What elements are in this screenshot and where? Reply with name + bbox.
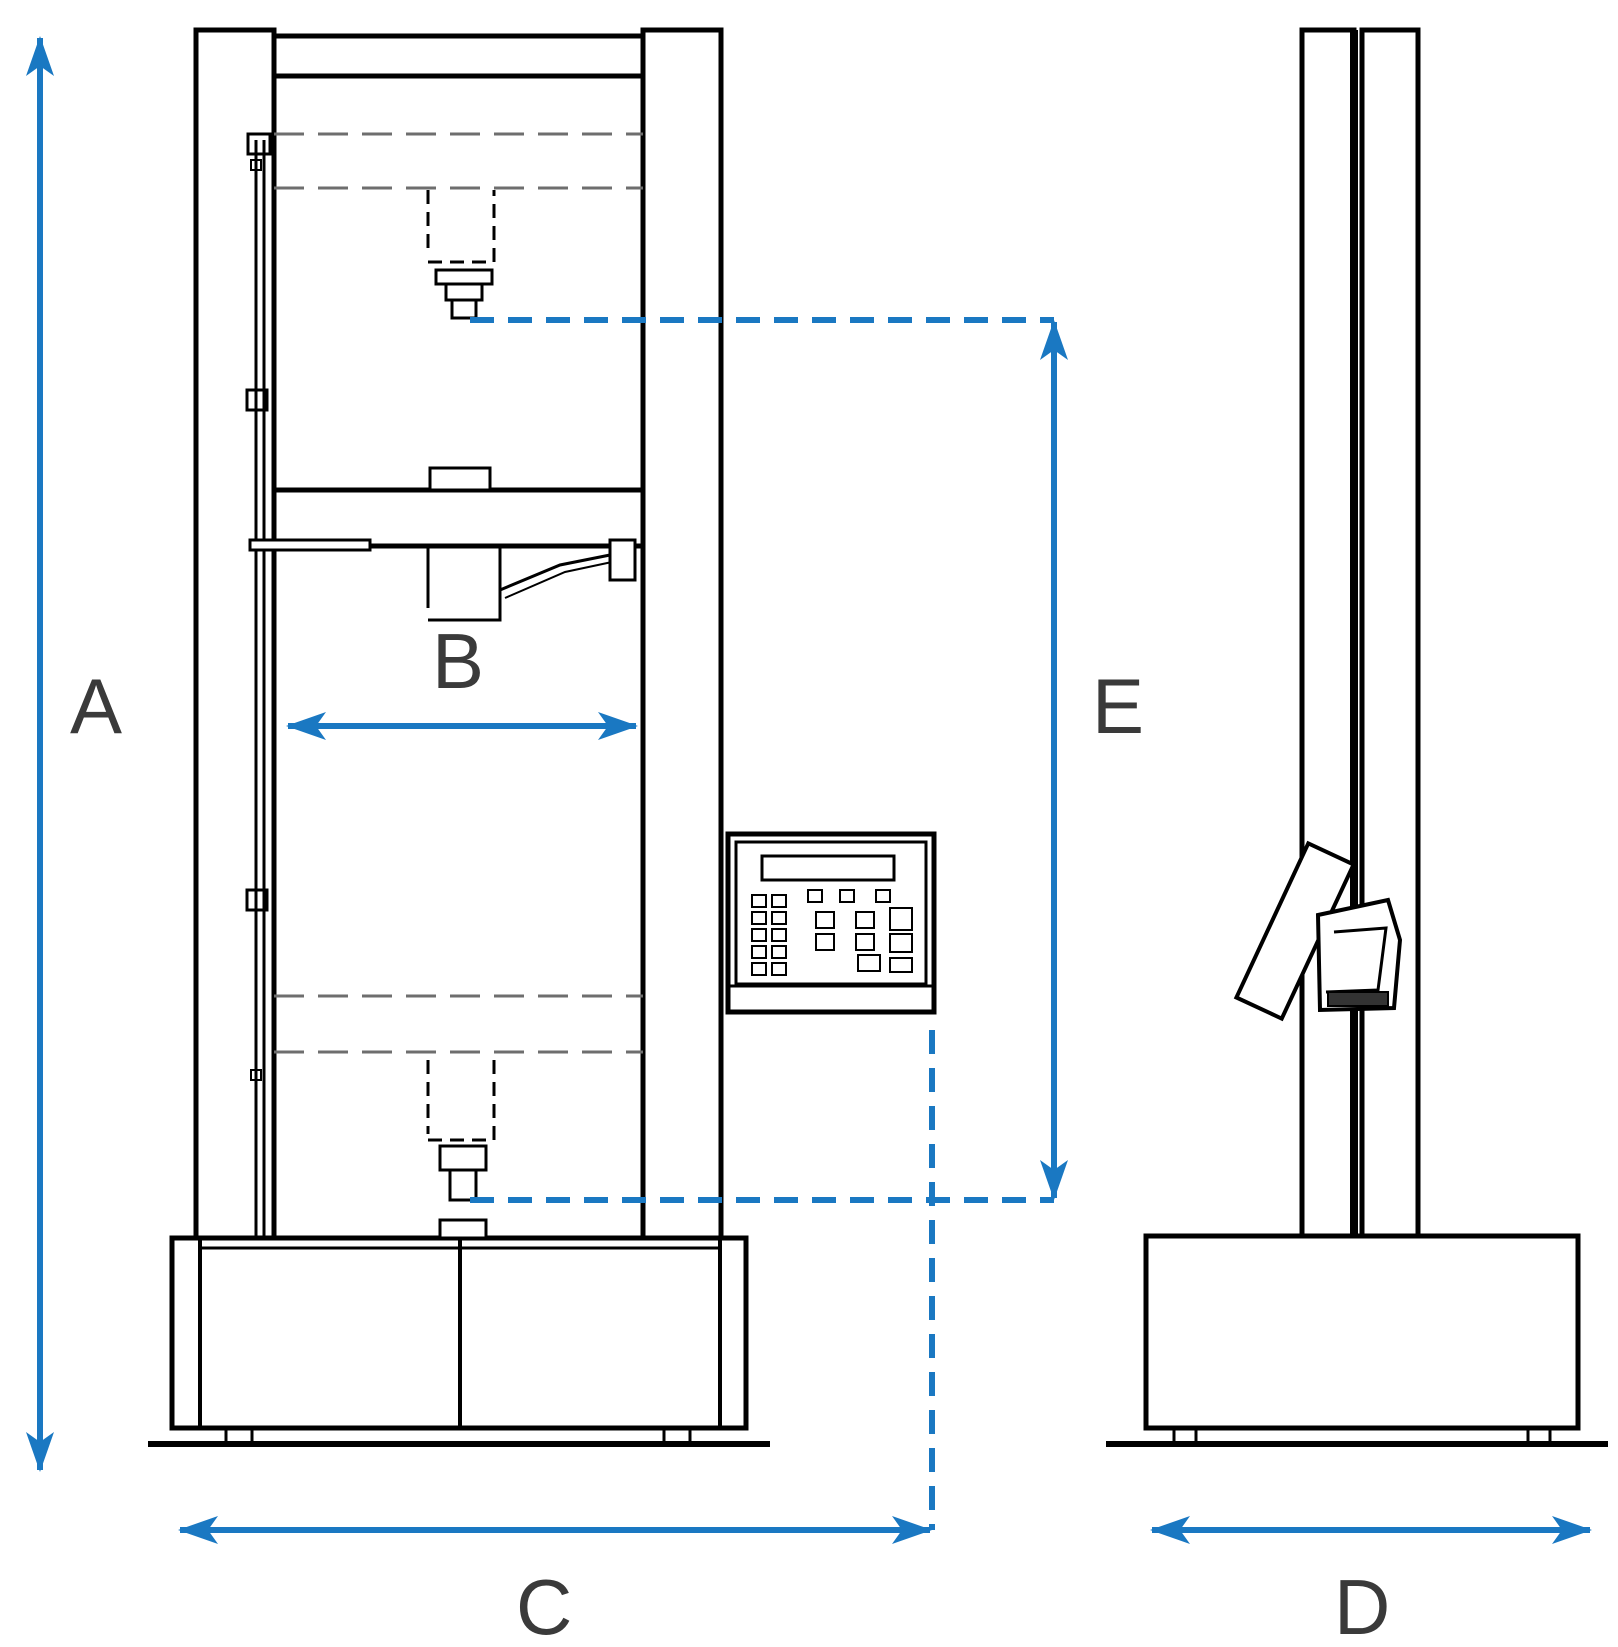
right-column: [640, 27, 724, 1241]
side-view: [1106, 27, 1608, 1447]
limit-stop-lower: [245, 888, 269, 912]
lower-grip: [426, 1060, 496, 1240]
side-base-cabinet: [1143, 1233, 1581, 1431]
limit-stop-upper: [245, 388, 269, 412]
label-d: D: [1334, 1563, 1390, 1647]
travel-position-lines: [274, 132, 643, 1054]
label-c: C: [516, 1563, 572, 1647]
front-view: [148, 27, 937, 1447]
label-a: A: [70, 662, 122, 750]
label-b: B: [432, 617, 484, 705]
top-crossbeam: [271, 33, 646, 79]
extension-lines: [470, 317, 1054, 1530]
side-column-front: [1299, 27, 1357, 1239]
limit-stop-top: [246, 132, 272, 156]
side-column-rear: [1359, 27, 1421, 1239]
upper-grip: [426, 190, 496, 320]
moving-crosshead: [271, 487, 646, 549]
load-cell: [428, 466, 492, 492]
control-panel: [725, 831, 937, 1015]
label-e: E: [1092, 662, 1144, 750]
left-column: [193, 27, 277, 1241]
dimension-lines: [26, 36, 1592, 1544]
side-control-panel: [1233, 840, 1403, 1022]
